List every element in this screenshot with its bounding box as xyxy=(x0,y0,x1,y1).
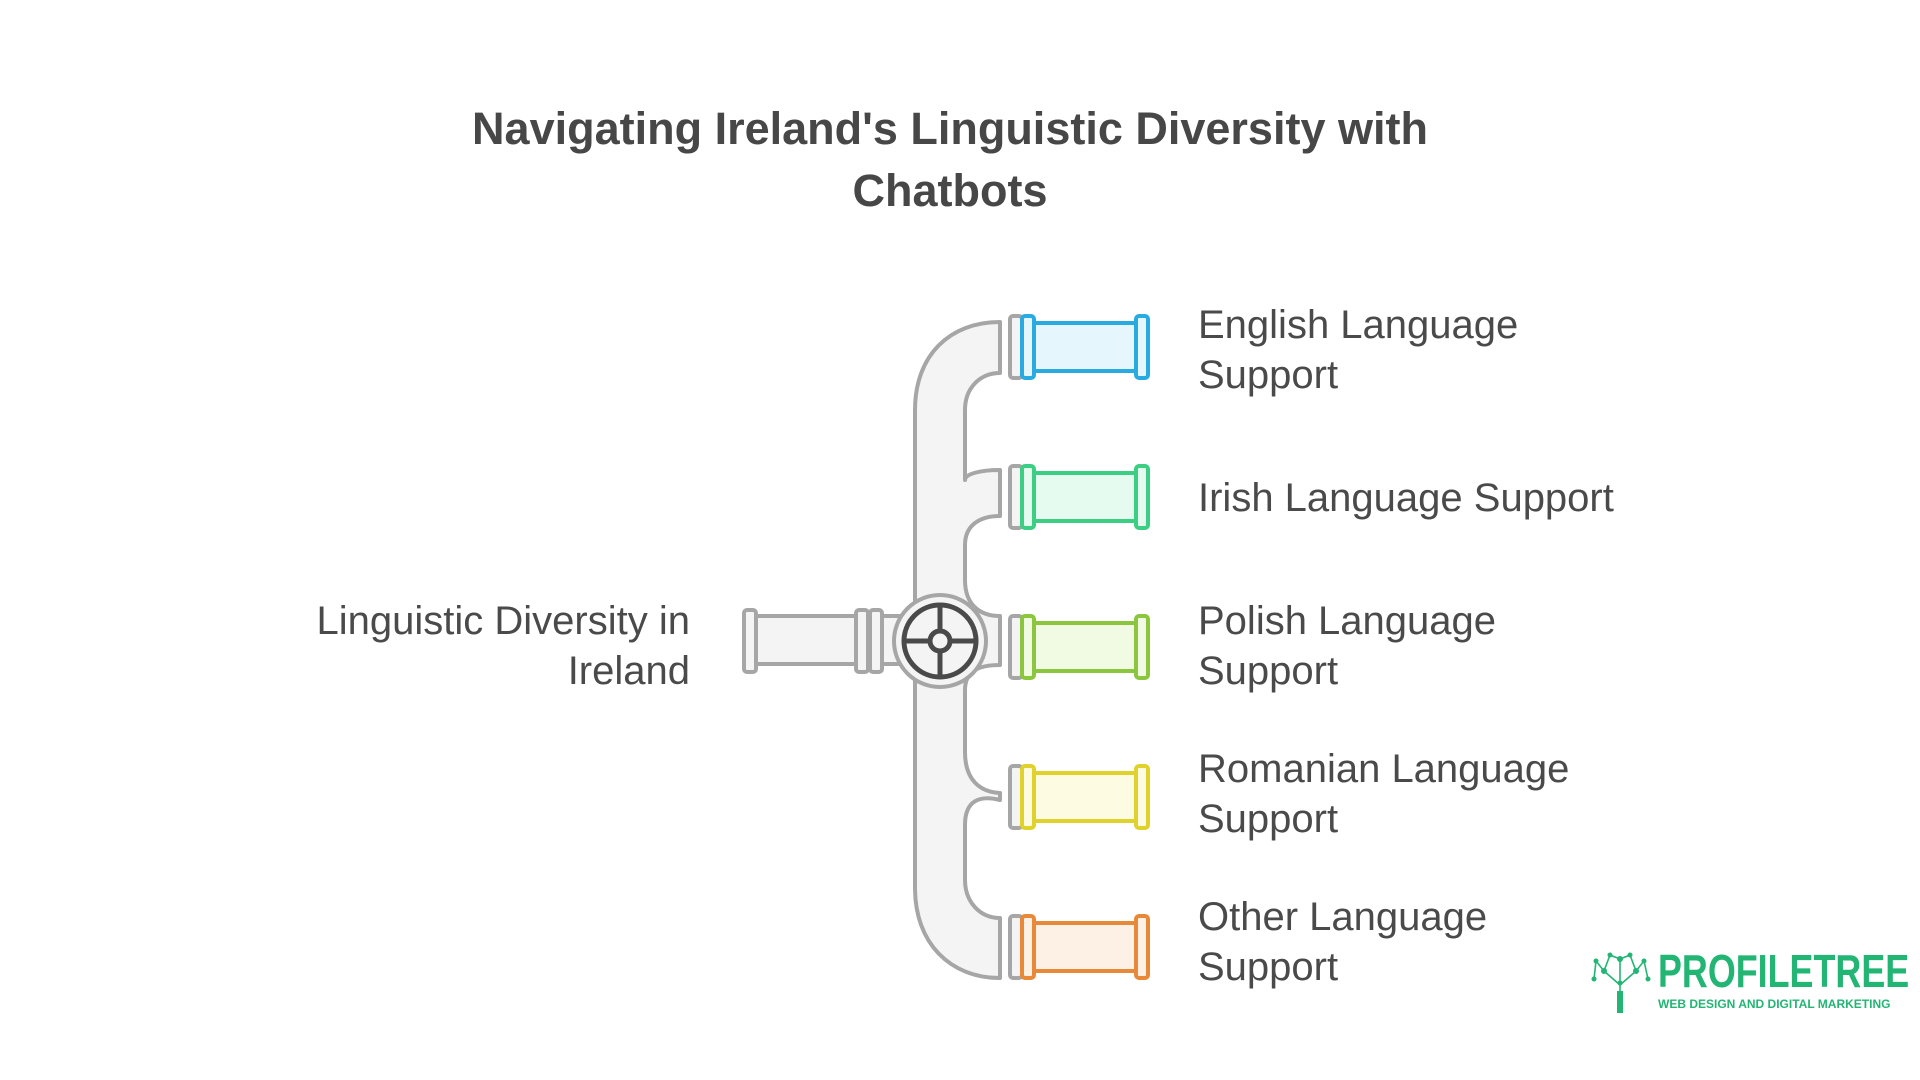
outlet-pipe-polish xyxy=(1008,614,1150,680)
branch-label-line-2: Support xyxy=(1198,945,1339,989)
page-title: Navigating Ireland's Linguistic Diversit… xyxy=(360,98,1540,222)
branch-label-line-1: Romanian Language xyxy=(1198,747,1570,791)
branch-label-line-2: Support xyxy=(1198,649,1339,693)
title-line-1: Navigating Ireland's Linguistic Diversit… xyxy=(472,103,1428,154)
tree-network-icon xyxy=(1591,952,1651,1013)
outlet-pipe-romanian xyxy=(1008,764,1150,830)
branch-label-other: Other Language Support xyxy=(1198,892,1718,992)
branch-label-line-1: Other Language xyxy=(1198,895,1488,939)
profiletree-logo: PROFILETREE WEB DESIGN AND DIGITAL MARKE… xyxy=(1590,945,1909,1015)
logo-name: PROFILETREE xyxy=(1658,945,1910,997)
source-label: Linguistic Diversity in Ireland xyxy=(240,596,690,696)
source-label-line-2: Ireland xyxy=(567,649,690,693)
logo-tagline: WEB DESIGN AND DIGITAL MARKETING xyxy=(1658,997,1891,1011)
branch-label-line-1: Polish Language xyxy=(1198,599,1497,643)
branch-label-line-2: Support xyxy=(1198,797,1339,841)
branch-label-line-1: English Language xyxy=(1198,303,1519,347)
outlet-pipe-english xyxy=(1008,314,1150,380)
branch-label-english: English Language Support xyxy=(1198,300,1718,400)
outlet-pipe-irish xyxy=(1008,464,1150,530)
outlet-pipe-other xyxy=(1008,914,1150,980)
branch-label-line-2: Support xyxy=(1198,353,1339,397)
valve-wheel-icon xyxy=(892,593,988,689)
outlet-pipes xyxy=(1008,314,1150,980)
title-line-2: Chatbots xyxy=(852,165,1048,216)
branch-label-irish: Irish Language Support xyxy=(1198,473,1718,523)
branch-label-polish: Polish Language Support xyxy=(1198,596,1718,696)
source-label-line-1: Linguistic Diversity in xyxy=(316,599,690,643)
branch-label-romanian: Romanian Language Support xyxy=(1198,744,1718,844)
branch-label-line-1: Irish Language Support xyxy=(1198,476,1614,520)
